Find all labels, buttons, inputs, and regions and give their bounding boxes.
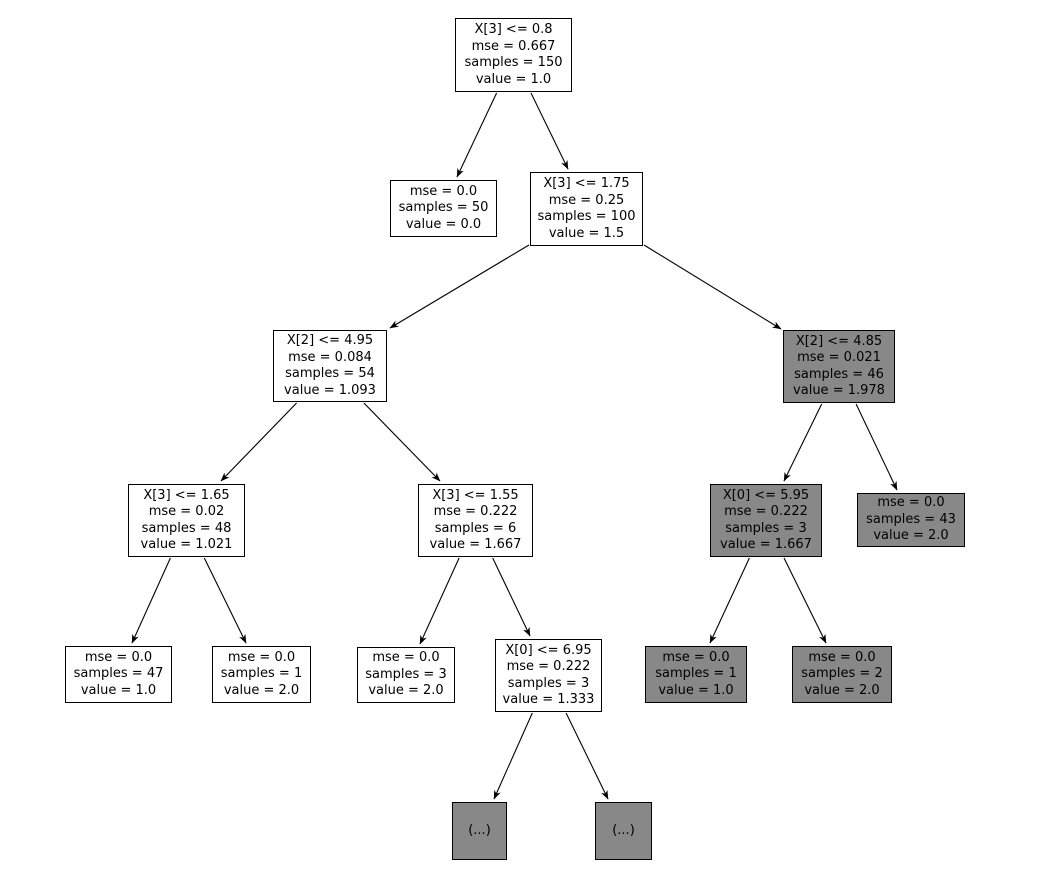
tree-node-3: X[2] <= 4.95 mse = 0.084 samples = 54 va…	[273, 330, 387, 402]
node-samples: samples = 3	[507, 675, 590, 691]
node-value: value = 1.978	[793, 383, 885, 398]
edge-12-15	[493, 712, 533, 800]
node-value: value = 1.0	[80, 682, 157, 698]
node-split-rule: X[2] <= 4.85	[795, 333, 883, 349]
node-samples: samples = 3	[725, 520, 807, 536]
node-mse: mse = 0.667	[471, 38, 556, 54]
edge-5-9	[131, 557, 171, 644]
node-mse: mse = 0.25	[548, 192, 625, 208]
edge-2-3	[389, 244, 530, 329]
node-samples: samples = 48	[141, 520, 232, 536]
edge-6-12	[492, 557, 531, 637]
node-samples: samples = 46	[794, 366, 884, 382]
node-value: value = 1.5	[548, 225, 625, 241]
tree-leaf-13: mse = 0.0 samples = 1 value = 1.0	[645, 646, 747, 703]
tree-collapsed-node-15: (...)	[452, 802, 507, 860]
node-mse: mse = 0.0	[877, 495, 945, 511]
node-value: value = 1.667	[720, 537, 812, 552]
tree-node-12: X[0] <= 6.95 mse = 0.222 samples = 3 val…	[495, 639, 602, 712]
node-samples: samples = 2	[801, 666, 883, 682]
node-split-rule: X[3] <= 1.55	[432, 487, 519, 503]
tree-node-4: X[2] <= 4.85 mse = 0.021 samples = 46 va…	[783, 330, 895, 403]
node-samples: samples = 1	[220, 666, 303, 682]
node-mse: mse = 0.0	[808, 649, 876, 665]
node-samples: samples = 100	[537, 209, 636, 224]
node-ellipsis: (...)	[468, 822, 491, 838]
node-value: value = 1.667	[429, 537, 522, 552]
node-samples: samples = 43	[866, 511, 956, 527]
edge-4-8	[855, 403, 898, 491]
node-split-rule: X[3] <= 0.8	[474, 22, 553, 37]
tree-node-root: X[3] <= 0.8 mse = 0.667 samples = 150 va…	[455, 18, 572, 92]
tree-leaf-10: mse = 0.0 samples = 1 value = 2.0	[212, 646, 311, 703]
edge-2-4	[643, 244, 782, 330]
node-samples: samples = 47	[73, 666, 164, 682]
node-value: value = 2.0	[223, 682, 300, 698]
node-mse: mse = 0.0	[372, 650, 440, 666]
node-mse: mse = 0.084	[288, 349, 372, 365]
node-value: value = 2.0	[368, 683, 444, 699]
edge-7-14	[783, 557, 827, 644]
node-mse: mse = 0.222	[724, 504, 808, 519]
edge-5-10	[203, 557, 247, 644]
node-ellipsis: (...)	[612, 822, 635, 838]
edge-3-5	[220, 402, 297, 482]
node-samples: samples = 150	[464, 55, 563, 70]
node-split-rule: X[2] <= 4.95	[286, 333, 374, 348]
node-value: value = 1.021	[140, 537, 233, 552]
node-samples: samples = 3	[365, 666, 447, 682]
node-samples: samples = 1	[655, 666, 737, 682]
node-mse: mse = 0.222	[506, 659, 591, 674]
node-samples: samples = 50	[398, 200, 489, 216]
tree-leaf-9: mse = 0.0 samples = 47 value = 1.0	[65, 646, 172, 703]
node-mse: mse = 0.021	[797, 350, 881, 365]
node-mse: mse = 0.0	[409, 183, 478, 199]
node-split-rule: X[0] <= 5.95	[722, 487, 810, 503]
tree-node-6: X[3] <= 1.55 mse = 0.222 samples = 6 val…	[418, 484, 533, 557]
node-mse: mse = 0.0	[84, 649, 153, 665]
node-value: value = 2.0	[873, 528, 949, 544]
edge-7-13	[709, 557, 750, 644]
tree-collapsed-node-16: (...)	[595, 802, 652, 860]
node-split-rule: X[0] <= 6.95	[505, 642, 592, 658]
node-mse: mse = 0.0	[227, 649, 296, 665]
node-value: value = 1.093	[284, 382, 376, 398]
edge-3-6	[363, 402, 441, 482]
node-value: value = 0.0	[405, 216, 482, 232]
node-samples: samples = 54	[285, 366, 375, 381]
node-value: value = 2.0	[804, 682, 880, 698]
node-split-rule: X[3] <= 1.65	[143, 487, 230, 503]
tree-node-7: X[0] <= 5.95 mse = 0.222 samples = 3 val…	[710, 484, 822, 557]
node-samples: samples = 6	[434, 520, 517, 536]
node-value: value = 1.0	[658, 682, 734, 698]
tree-node-2: X[3] <= 1.75 mse = 0.25 samples = 100 va…	[530, 172, 643, 246]
tree-leaf-8: mse = 0.0 samples = 43 value = 2.0	[857, 493, 965, 547]
node-split-rule: X[3] <= 1.75	[543, 176, 630, 191]
node-mse: mse = 0.222	[433, 504, 518, 519]
edge-0-1	[456, 92, 498, 178]
tree-node-5: X[3] <= 1.65 mse = 0.02 samples = 48 val…	[128, 484, 245, 557]
node-mse: mse = 0.0	[662, 649, 730, 665]
node-mse: mse = 0.02	[148, 504, 225, 519]
tree-leaf-11: mse = 0.0 samples = 3 value = 2.0	[357, 647, 455, 703]
edge-12-16	[565, 712, 609, 800]
edge-6-11	[419, 557, 460, 645]
edge-4-7	[783, 403, 823, 482]
node-value: value = 1.333	[502, 692, 595, 707]
node-value: value = 1.0	[475, 71, 552, 87]
edge-0-2	[530, 92, 569, 170]
tree-leaf-14: mse = 0.0 samples = 2 value = 2.0	[792, 646, 892, 703]
tree-leaf-1: mse = 0.0 samples = 50 value = 0.0	[390, 180, 497, 237]
